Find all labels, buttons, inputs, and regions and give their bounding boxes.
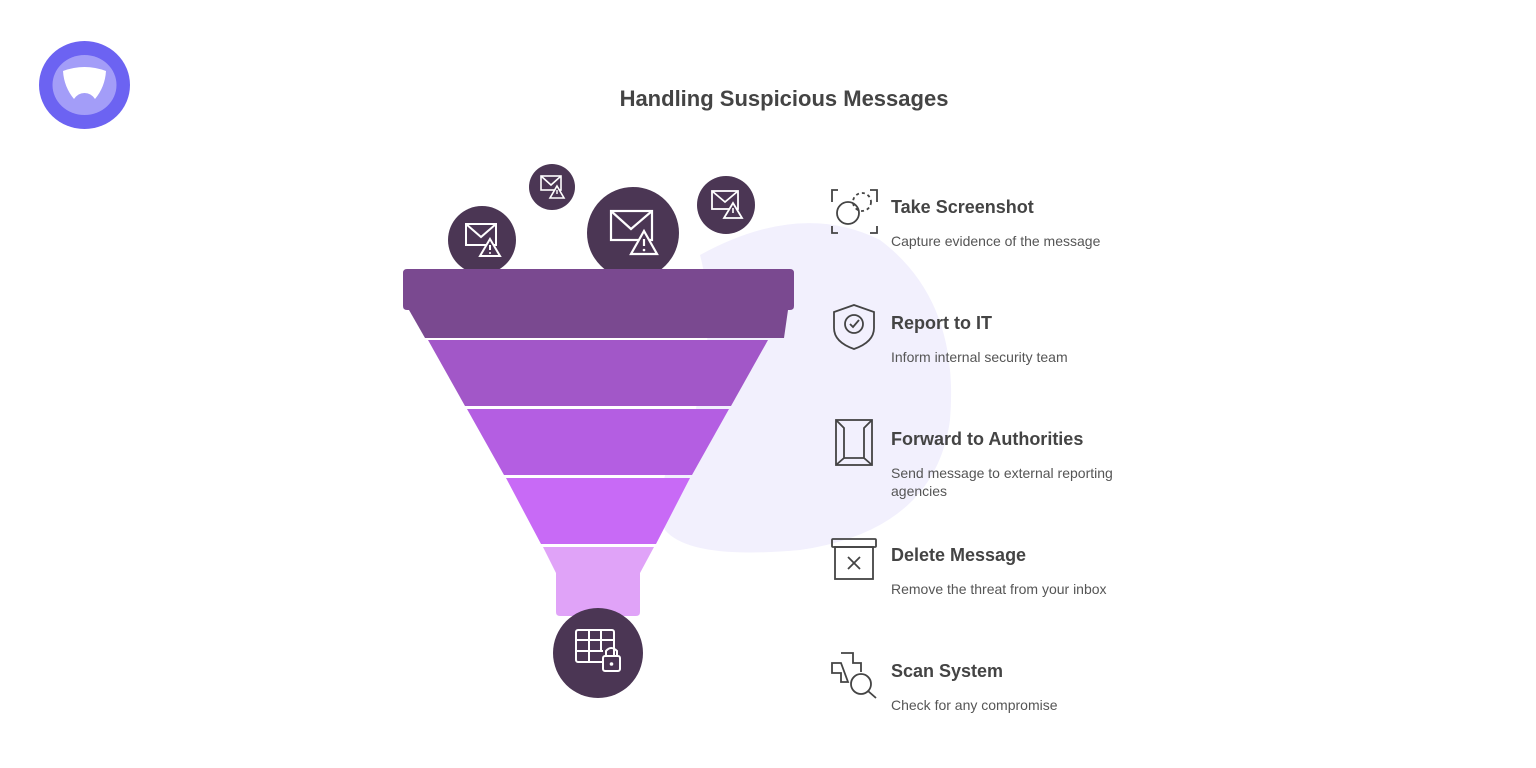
locked-table-icon <box>553 608 643 698</box>
camera-capture-icon <box>831 189 878 234</box>
scan-search-icon <box>831 652 877 699</box>
funnel-tier-2 <box>467 409 729 475</box>
step-scan-system: Scan System Check for any compromise <box>826 650 1156 740</box>
step-description: Remove the threat from your inbox <box>891 581 1107 597</box>
step-label: Scan System <box>891 661 1004 681</box>
step-description: Capture evidence of the message <box>891 233 1101 249</box>
step-label: Take Screenshot <box>891 197 1034 217</box>
envelope-forward-icon <box>835 419 873 466</box>
step-label: Delete Message <box>891 545 1027 565</box>
brand-logo-icon <box>39 41 130 129</box>
step-report-to-it: Report to IT Inform internal security te… <box>826 302 1156 392</box>
delete-box-icon <box>831 538 877 580</box>
envelope-warning-icon <box>697 176 755 234</box>
step-description: Check for any compromise <box>891 697 1058 713</box>
envelope-warning-icon <box>587 187 679 279</box>
step-take-screenshot: Take Screenshot Capture evidence of the … <box>826 186 1156 276</box>
step-description: Inform internal security team <box>891 349 1068 365</box>
envelope-warning-icon <box>448 206 516 274</box>
funnel-tier-3 <box>506 478 690 544</box>
page-title: Handling Suspicious Messages <box>619 86 949 111</box>
step-label: Forward to Authorities <box>891 429 1084 449</box>
funnel-rim-lip <box>409 310 788 338</box>
funnel-spout <box>543 547 654 616</box>
step-label: Report to IT <box>891 313 992 333</box>
shield-check-icon <box>833 304 875 350</box>
funnel-tier-1 <box>428 340 768 406</box>
step-delete-message: Delete Message Remove the threat from yo… <box>826 534 1156 624</box>
envelope-warning-icon <box>529 164 575 210</box>
funnel-rim <box>403 269 794 310</box>
step-forward-to-authorities: Forward to Authorities Send message to e… <box>826 418 1156 508</box>
step-description: Send message to external reporting agenc… <box>891 465 1113 499</box>
